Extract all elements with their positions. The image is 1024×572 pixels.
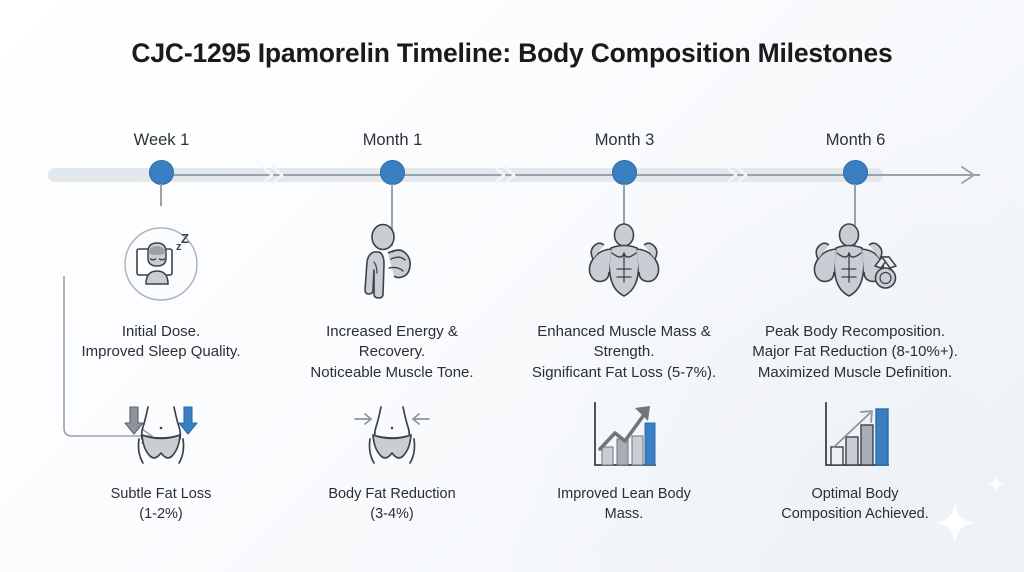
- outcome-caption-3: Improved Lean Body Mass.: [557, 486, 691, 522]
- growth-bar-chart-arrow-icon: [509, 395, 739, 473]
- outcome-column-4: Optimal Body Composition Achieved.: [740, 395, 970, 524]
- timeline-label-month-6: Month 6: [825, 131, 886, 149]
- timeline-node-month-6[interactable]: Month 6: [826, 131, 885, 185]
- timeline-stem-4: [854, 184, 856, 246]
- milestone-column-week-1: z Z Initial Dose. Improved Sleep Quality…: [46, 218, 276, 363]
- timeline-node-week-1[interactable]: Week 1: [134, 131, 189, 185]
- timeline-node-month-1[interactable]: Month 1: [363, 131, 422, 185]
- timeline-stem-1: [160, 184, 162, 206]
- bodybuilder-with-medal-icon: [740, 218, 970, 306]
- outcome-column-3: Improved Lean Body Mass.: [509, 395, 739, 524]
- outcome-column-1: Subtle Fat Loss (1-2%): [46, 395, 276, 524]
- page-title: CJC-1295 Ipamorelin Timeline: Body Compo…: [131, 38, 893, 68]
- waist-down-arrows-icon: [46, 395, 276, 473]
- timeline-stem-2: [391, 184, 393, 246]
- milestone-column-month-3: Enhanced Muscle Mass & Strength. Signifi…: [509, 218, 739, 383]
- milestone-caption-month-3: Enhanced Muscle Mass & Strength. Signifi…: [531, 323, 717, 381]
- outcome-caption-2: Body Fat Reduction (3-4%): [328, 486, 456, 522]
- timeline-chevron-3: [724, 163, 752, 192]
- flexing-person-icon: [277, 218, 507, 306]
- milestone-caption-week-1: Initial Dose. Improved Sleep Quality.: [81, 323, 241, 361]
- milestone-caption-month-6: Peak Body Recomposition. Major Fat Reduc…: [752, 323, 958, 381]
- svg-text:z: z: [176, 241, 182, 253]
- timeline-rail-line: [160, 174, 980, 176]
- milestone-caption-month-1: Increased Energy & Recovery. Noticeable …: [310, 323, 474, 381]
- sleeping-person-in-circle-icon: z Z: [46, 218, 276, 306]
- timeline-stem-3: [623, 184, 625, 246]
- timeline-label-month-1: Month 1: [362, 131, 423, 149]
- milestone-column-month-6: Peak Body Recomposition. Major Fat Reduc…: [740, 218, 970, 383]
- sparkle-decoration-small: [986, 474, 1006, 494]
- waist-inward-arrows-icon: [277, 395, 507, 473]
- outcome-caption-1: Subtle Fat Loss (1-2%): [110, 486, 212, 522]
- timeline-chevron-1: [260, 163, 288, 192]
- timeline-chevron-2: [492, 163, 520, 192]
- timeline-node-month-3[interactable]: Month 3: [595, 131, 654, 185]
- ascending-bar-chart-icon: [740, 395, 970, 473]
- bodybuilder-double-bicep-icon: [509, 218, 739, 306]
- timeline-label-month-3: Month 3: [594, 131, 655, 149]
- milestone-column-month-1: Increased Energy & Recovery. Noticeable …: [277, 218, 507, 383]
- timeline-label-week-1: Week 1: [133, 131, 190, 149]
- timeline: Week 1 Month 1 Month 3 Month 6: [0, 131, 1024, 246]
- outcome-column-2: Body Fat Reduction (3-4%): [277, 395, 507, 524]
- svg-text:Z: Z: [181, 231, 189, 246]
- outcome-caption-4: Optimal Body Composition Achieved.: [781, 486, 929, 522]
- timeline-end-arrow-icon: [958, 164, 984, 191]
